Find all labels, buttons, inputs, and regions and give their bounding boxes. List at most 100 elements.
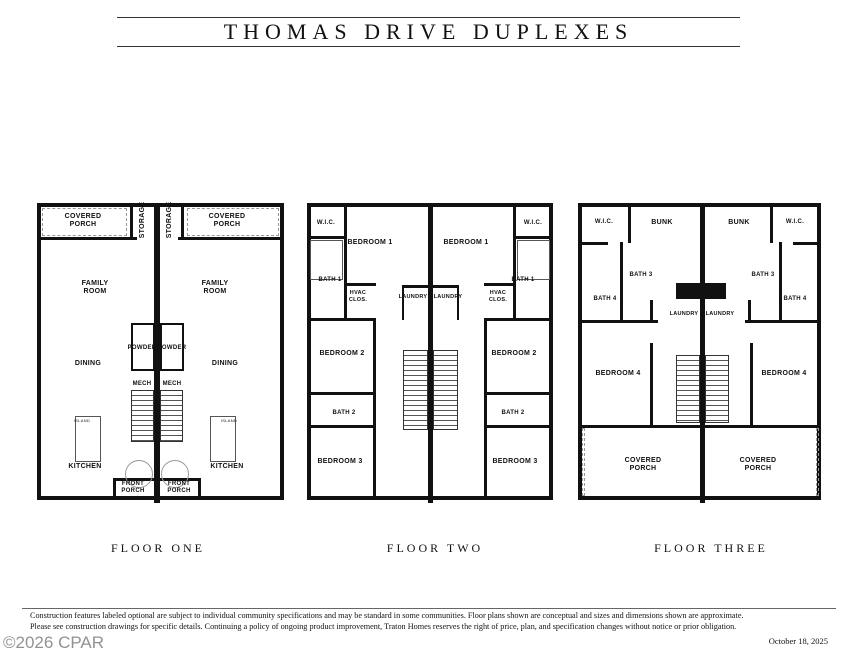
stairs [403,350,428,430]
room-kitchen-right: KITCHEN [210,463,244,470]
floor-two-label: FLOOR TWO [386,541,484,555]
page-title: THOMAS DRIVE DUPLEXES [223,19,634,44]
bath-fixtures-outline [517,240,550,280]
stairs [131,390,154,442]
room-covered-porch-right: COVERED PORCH [208,213,246,228]
floor-three-label: FLOOR THREE [654,541,768,555]
wall [181,203,184,240]
chase-block [676,283,726,299]
room-bedroom1-right: BEDROOM 1 [443,239,489,246]
room-bedroom2-left: BEDROOM 2 [319,350,365,357]
wall [650,343,653,425]
room-mech-left: MECH [132,381,152,387]
wall [745,320,821,323]
footer-rule [22,608,836,609]
room-wic-right: W.I.C. [523,220,543,226]
room-storage-left: STORAGE [139,201,146,239]
island-right: ISLAND [220,418,238,423]
room-dining-left: DINING [74,360,102,367]
porch-outline [187,208,279,236]
room-wic-left: W.I.C. [316,220,336,226]
wall [513,203,516,320]
porch-railing [582,428,585,496]
stairs [705,355,729,423]
room-mech-right: MECH [162,381,182,387]
room-storage-right: STORAGE [166,201,173,239]
party-wall [428,203,433,503]
room-hvac-left: HVAC CLOS. [348,290,368,303]
room-bath1-right: BATH 1 [511,277,535,283]
room-family-left: FAMILY ROOM [81,280,109,295]
room-laundry-right: LAUNDRY [433,294,463,300]
wall [373,320,376,500]
title-bottom-rule [117,46,740,47]
wall [433,285,459,288]
room-bath1-left: BATH 1 [318,277,342,283]
porch-railing [816,428,819,496]
watermark: ©2026 CPAR [3,633,105,652]
wall [307,236,345,239]
party-wall [700,203,705,503]
party-wall [154,203,160,503]
room-powder-left: POWDER [127,345,157,351]
room-dining-right: DINING [211,360,239,367]
powder-room-outline [160,323,184,371]
room-powder-right: POWDER [157,345,187,351]
island-outline [210,416,236,462]
wall [113,478,116,500]
room-laundry-right: LAUNDRY [705,311,735,317]
room-wic-right: W.I.C. [785,219,805,225]
stairs [676,355,700,423]
wall [515,236,553,239]
plan-date: October 18, 2025 [768,636,828,646]
wall [198,478,201,500]
disclaimer-line-2: Please see construction drawings for spe… [30,622,737,631]
wall [650,300,653,322]
wall [484,318,553,321]
wall [793,242,821,245]
room-laundry-left: LAUNDRY [669,311,699,317]
wall [307,425,375,428]
wall [770,203,773,243]
room-kitchen-left: KITCHEN [68,463,102,470]
wall [130,203,133,240]
wall [37,237,137,240]
room-bath4-right: BATH 4 [783,296,807,302]
wall [485,392,553,395]
powder-room-outline [131,323,155,371]
island-left: ISLAND [73,418,91,423]
wall [620,242,623,322]
room-front-porch-left: FRONT PORCH [121,481,145,494]
room-covered-porch-left: COVERED PORCH [64,213,102,228]
room-laundry-left: LAUNDRY [398,294,428,300]
disclaimer-line-1: Construction features labeled optional a… [30,611,744,620]
room-bunk-right: BUNK [728,219,750,226]
wall [402,285,404,320]
room-bath3-left: BATH 3 [629,272,653,278]
bath-fixtures-outline [310,240,343,280]
wall [578,320,658,323]
wall [346,283,376,286]
room-bedroom4-right: BEDROOM 4 [761,370,807,377]
room-bunk-left: BUNK [651,219,673,226]
room-bath4-left: BATH 4 [593,296,617,302]
wall [484,283,514,286]
room-bedroom1-left: BEDROOM 1 [347,239,393,246]
room-bath2-left: BATH 2 [332,410,356,416]
room-bedroom3-right: BEDROOM 3 [492,458,538,465]
room-wic-left: W.I.C. [594,219,614,225]
room-hvac-right: HVAC CLOS. [488,290,508,303]
wall [779,242,782,322]
wall [750,343,753,425]
wall [457,285,459,320]
room-front-porch-right: FRONT PORCH [167,481,191,494]
island-outline [75,416,101,462]
room-bedroom4-left: BEDROOM 4 [595,370,641,377]
porch-outline [42,208,127,236]
wall [484,320,487,500]
door-swing [125,460,153,488]
wall [307,392,375,395]
wall [578,242,608,245]
wall [748,300,751,322]
wall [178,237,284,240]
